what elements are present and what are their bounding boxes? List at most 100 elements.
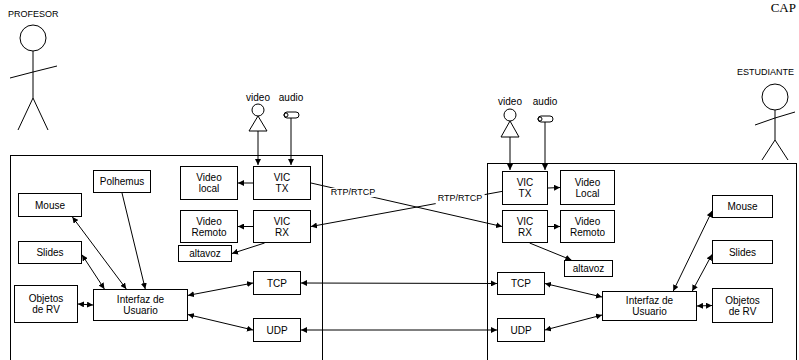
stick-figure <box>755 84 795 160</box>
signal-arrow <box>258 131 259 165</box>
stick-figure <box>10 25 57 130</box>
module-box: Polhemus <box>93 170 151 193</box>
camera-symbol <box>249 104 267 131</box>
module-label: Mouse <box>35 200 65 211</box>
module-label: Video Remoto <box>187 216 231 238</box>
connector <box>545 284 602 298</box>
module-box: VIC RX <box>253 210 311 243</box>
module-label: TCP <box>511 278 531 289</box>
microphone-head <box>538 117 542 121</box>
module-box: TCP <box>497 272 545 295</box>
module-label: Video Local <box>566 177 610 199</box>
microphone-symbol <box>538 116 553 122</box>
module-label: Video Remoto <box>566 216 610 238</box>
connector <box>692 254 712 291</box>
module-box: Objetos de RV <box>712 288 773 323</box>
module-label: Objetos de RV <box>721 295 765 317</box>
module-label: UDP <box>510 325 531 336</box>
module-label: Slides <box>729 247 756 258</box>
role-label: CAP <box>771 1 796 15</box>
signal-label: video <box>498 96 522 107</box>
module-label: Video local <box>189 172 229 194</box>
module-label: Objetos de RV <box>24 293 68 315</box>
module-box: Video Local <box>560 170 615 205</box>
module-box: Slides <box>712 240 773 264</box>
connector <box>673 211 712 291</box>
module-label: VIC RX <box>512 216 538 238</box>
module-box: TCP <box>253 271 301 295</box>
figure-head <box>20 25 46 51</box>
connector <box>122 193 145 289</box>
signal-arrow <box>510 137 511 170</box>
connector <box>548 226 560 227</box>
module-box: VIC RX <box>502 210 548 243</box>
figure-body <box>33 51 34 98</box>
module-box: UDP <box>497 318 545 342</box>
connector <box>78 304 93 305</box>
module-box: VIC TX <box>253 166 311 200</box>
connector <box>188 315 253 330</box>
signal-label: video <box>246 92 270 103</box>
microphone-head <box>284 113 288 117</box>
connector <box>548 187 560 189</box>
role-label: PROFESOR <box>8 10 59 20</box>
connector <box>545 315 602 330</box>
figure-legs <box>18 98 48 130</box>
figure-arms <box>755 112 795 125</box>
connector <box>301 330 497 331</box>
figure-arms <box>10 66 57 78</box>
protocol-label: RTP/RTCP <box>436 194 485 204</box>
module-box: Video Remoto <box>180 210 238 243</box>
camera-symbol <box>501 109 519 137</box>
module-label: altavoz <box>573 263 605 274</box>
microphone-body <box>538 116 553 122</box>
camera-body <box>501 121 519 137</box>
module-box: Slides <box>18 241 82 264</box>
connector <box>238 183 253 184</box>
module-label: altavoz <box>189 248 221 259</box>
camera-lens <box>504 109 516 121</box>
station-frame: Polhemus Video local VIC TX MouseVideo Remo… <box>10 155 323 360</box>
figure-body <box>775 110 776 140</box>
connector <box>697 305 712 307</box>
module-box: Objetos de RV <box>14 285 78 323</box>
signal-label: audio <box>279 92 303 103</box>
module-box: Video local <box>180 166 238 200</box>
signal-arrow <box>291 118 292 165</box>
module-label: TCP <box>267 278 287 289</box>
connector <box>82 255 104 289</box>
microphone-body <box>284 112 299 118</box>
microphone-symbol <box>284 112 299 118</box>
figure-legs <box>762 140 788 160</box>
module-box: altavoz <box>178 245 232 262</box>
station-frame: VIC TX Video LocalMouseVIC RX Video Remoto… <box>487 163 797 360</box>
module-box: Interfaz de Usuario <box>93 289 188 321</box>
module-label: Interfaz de Usuario <box>622 295 678 317</box>
module-label: Polhemus <box>100 176 144 187</box>
module-box: altavoz <box>564 260 613 277</box>
connector <box>188 283 253 295</box>
module-label: UDP <box>266 325 287 336</box>
module-box: VIC TX <box>502 171 548 205</box>
connector <box>238 226 253 227</box>
module-label: VIC RX <box>269 216 295 238</box>
module-box: UDP <box>253 318 301 342</box>
connector <box>301 283 497 285</box>
module-label: Mouse <box>727 201 757 212</box>
module-box: Mouse <box>18 193 82 217</box>
module-box: Mouse <box>712 195 773 218</box>
figure-head <box>762 84 788 110</box>
connector <box>530 243 572 260</box>
camera-lens <box>252 104 264 116</box>
camera-body <box>249 116 267 131</box>
module-label: VIC TX <box>269 172 295 194</box>
module-label: Slides <box>36 247 63 258</box>
protocol-label: RTP/RTCP <box>329 188 378 198</box>
signal-label: audio <box>533 96 557 107</box>
connector <box>232 243 265 254</box>
module-box: Interfaz de Usuario <box>602 291 697 321</box>
module-label: VIC TX <box>512 177 538 199</box>
module-box: Video Remoto <box>560 210 615 243</box>
connector <box>311 183 502 227</box>
role-label: ESTUDIANTE <box>737 68 794 78</box>
